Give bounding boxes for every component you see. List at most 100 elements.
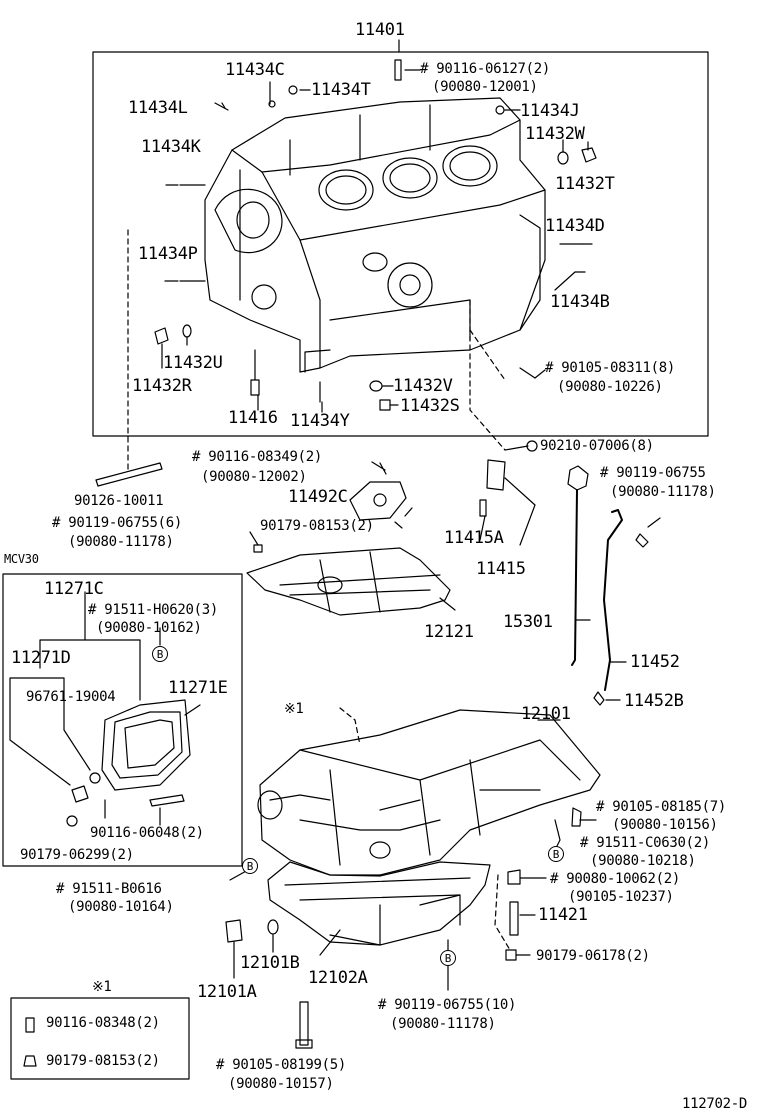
- bolt-90105-08185: [571, 807, 582, 827]
- bubble-b-mcv30: B: [152, 646, 168, 662]
- label-90210: 90210-07006(8): [540, 438, 654, 454]
- label-90179-08153: 90179-08153(2): [260, 518, 374, 534]
- label-bolt-bot-b: (90080-11178): [390, 1016, 496, 1032]
- label-bolt-last-b: (90080-10157): [228, 1076, 334, 1092]
- nut-90179-06299: [66, 815, 78, 827]
- label-nut-a: # 91511-H0620(3): [88, 602, 219, 618]
- label-ref-90116: 90116-08348(2): [46, 1015, 160, 1031]
- label-bolt-pan-a: # 90105-08185(7): [596, 799, 727, 815]
- ref-marker-upper: ※1: [284, 701, 304, 717]
- ref-marker-box: ※1: [92, 979, 112, 995]
- dipstick-15301: [567, 465, 589, 491]
- label-bolt-b616-b: (90080-10164): [68, 899, 174, 915]
- nut-90179-08153: [394, 507, 413, 529]
- stud-90116-06048: [149, 794, 185, 807]
- plug-11432t: [581, 147, 597, 163]
- bolt-90119-left: [249, 531, 263, 553]
- label-12101a: 12101A: [197, 982, 257, 1002]
- label-11452: 11452: [630, 652, 680, 672]
- bubble-b-bottom: B: [440, 950, 456, 966]
- stud-90116-06127: [394, 59, 402, 81]
- label-11434j: 11434J: [520, 101, 580, 121]
- stud-90116-08349: [371, 461, 387, 475]
- plug-mcv30: [71, 785, 89, 803]
- plug-11432s: [379, 399, 391, 411]
- oil-pan-lower-illustration: [267, 861, 491, 946]
- cylinder-block-frame: [92, 51, 709, 437]
- gasket-11432v: [369, 380, 383, 392]
- label-11434k: 11434K: [141, 137, 201, 157]
- label-bolt-top-a: # 90116-06127(2): [420, 61, 551, 77]
- plug-11432r: [154, 327, 169, 345]
- gasket-11432u: [182, 324, 192, 338]
- label-mcv30: MCV30: [4, 552, 39, 566]
- stud-11421: [509, 901, 519, 936]
- label-96761: 96761-19004: [26, 689, 116, 705]
- label-11434p: 11434P: [138, 244, 198, 264]
- cylinder-block-illustration: [204, 97, 546, 373]
- label-11432r: 11432R: [132, 376, 192, 396]
- label-11434t: 11434T: [311, 80, 371, 100]
- label-11434c: 11434C: [225, 60, 285, 80]
- label-nut-b: (90080-10162): [96, 620, 202, 636]
- guide-11452: [603, 509, 623, 691]
- label-11434l: 11434L: [128, 98, 188, 118]
- plug-12101a: [225, 919, 243, 943]
- label-90126: 90126-10011: [74, 493, 164, 509]
- label-11434y: 11434Y: [290, 411, 350, 431]
- label-11432u: 11432U: [163, 353, 223, 373]
- label-bolt-top-b: (90080-12001): [432, 79, 538, 95]
- label-11416: 11416: [228, 408, 278, 428]
- stud-11416: [250, 349, 260, 396]
- label-11432s: 11432S: [400, 396, 460, 416]
- leader-11271c: [39, 591, 141, 701]
- cover-11492c: [349, 481, 407, 521]
- label-11415a: 11415A: [444, 528, 504, 548]
- label-11434b: 11434B: [550, 292, 610, 312]
- bubble-b-left: B: [242, 858, 258, 874]
- label-90179-06299: 90179-06299(2): [20, 847, 134, 863]
- cover-11271e: [101, 699, 191, 791]
- label-12121: 12121: [424, 622, 474, 642]
- stud-90116-08348: [25, 1017, 35, 1033]
- label-11432w: 11432W: [525, 124, 585, 144]
- bolt-11415a: [479, 499, 487, 517]
- label-bolt-l-b: (90080-11178): [68, 534, 174, 550]
- label-stud-a: # 90116-08349(2): [192, 449, 323, 465]
- label-bolt-last-a: # 90105-08199(5): [216, 1057, 347, 1073]
- label-90116-06048: 90116-06048(2): [90, 825, 204, 841]
- label-bolt-r-b: (90080-11178): [610, 484, 716, 500]
- union-11415: [486, 459, 506, 491]
- label-bolt-bot-a: # 90119-06755(10): [378, 997, 517, 1013]
- bolt-90105-08199: [295, 1001, 313, 1049]
- pin-11434l: [214, 102, 229, 111]
- label-stud-b: (90080-12002): [201, 469, 307, 485]
- label-nut-d-b: (90105-10237): [568, 889, 674, 905]
- gasket-11432w: [557, 151, 569, 165]
- nut-90179-08153-ref: [23, 1055, 37, 1067]
- plug-11434j: [495, 105, 505, 115]
- label-11452b: 11452B: [624, 691, 684, 711]
- bubble-b-nut-c: B: [548, 846, 564, 862]
- baffle-12121: [246, 547, 451, 616]
- diagram-id: 112702-D: [682, 1096, 748, 1112]
- label-bolt-b616-a: # 91511-B0616: [56, 881, 162, 897]
- label-11432t: 11432T: [555, 174, 615, 194]
- bolt-90105-08311: [519, 367, 536, 379]
- label-nut-d-a: # 90080-10062(2): [550, 871, 681, 887]
- label-bolt-l-a: # 90119-06755(6): [52, 515, 183, 531]
- label-11271d: 11271D: [11, 648, 71, 668]
- plug-11434t: [288, 85, 298, 95]
- stud-90126-10011: [95, 462, 163, 487]
- label-11492c: 11492C: [288, 487, 348, 507]
- label-bolt-pan-b: (90080-10156): [612, 817, 718, 833]
- nut-90080-10062: [507, 869, 521, 885]
- gasket-96761: [89, 772, 101, 784]
- label-12101: 12101: [521, 704, 571, 724]
- label-15301: 15301: [503, 612, 553, 632]
- label-11415: 11415: [476, 559, 526, 579]
- nut-90179-06178: [505, 949, 517, 961]
- label-90179-06178: 90179-06178(2): [536, 948, 650, 964]
- label-bolt-r-a: # 90119-06755: [600, 465, 706, 481]
